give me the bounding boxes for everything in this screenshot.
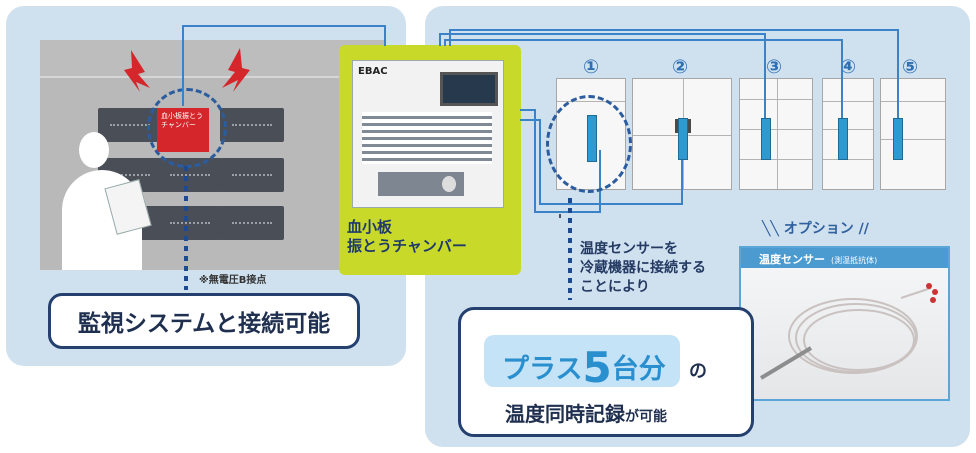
fridge-divider [740, 99, 812, 100]
sensor-probe-4 [838, 118, 848, 160]
sensor-probe-1 [587, 115, 597, 162]
alarm-wire [182, 25, 386, 106]
sensor-probe-2 [678, 118, 688, 160]
plus-highlight [484, 335, 680, 387]
monitor-tile [220, 158, 284, 192]
sensor-probe-3 [761, 118, 771, 160]
wire-2 [520, 119, 683, 205]
sensor-photo: 温度センサー (測温抵抗体) [739, 246, 950, 401]
monitor-tile [158, 206, 222, 240]
device-number-4: ④ [840, 56, 857, 78]
wire-5 [449, 29, 899, 120]
fridge-divider [740, 159, 812, 160]
chamber-label-line2: 振とうチャンバー [347, 237, 467, 255]
plus-prefix: プラス [502, 354, 583, 385]
chamber-label-line1: 血小板 [347, 218, 393, 236]
device-number-1: ① [583, 56, 600, 78]
device-number-3: ③ [766, 56, 783, 78]
contact-note: ※無電圧B接点 [199, 275, 267, 286]
simultaneous-record-text: 温度同時記録が可能 [505, 398, 667, 427]
fridge-divider [823, 159, 873, 160]
chamber-knob [442, 176, 456, 192]
device-number-2: ② [672, 56, 689, 78]
sensor-description-line1: 温度センサーを [580, 241, 678, 257]
particle-no: の [689, 361, 707, 382]
sensor-description-line2: 冷蔵機器に接続する [580, 260, 706, 276]
fridge-4 [822, 78, 874, 190]
fridge-handle [675, 119, 678, 133]
fridge-divider [881, 139, 945, 140]
fridge-5 [880, 78, 946, 190]
operator-head [79, 132, 109, 168]
sensor-description: 温度センサーを 冷蔵機器に接続する ことにより [580, 240, 706, 297]
sensor-probe-5 [893, 118, 903, 160]
fridge-divider [740, 129, 812, 130]
sensor-photo-header: 温度センサー (測温抵抗体) [741, 248, 948, 268]
plus-suffix: 台分 [611, 354, 666, 385]
monitor-tile [220, 206, 284, 240]
device-number-5: ⑤ [902, 56, 919, 78]
sensor-cable-picture [759, 283, 938, 380]
fridge-handle [688, 119, 691, 133]
monitor-connect-label: 監視システムと接続可能 [48, 293, 360, 349]
sensor-photo-title: 温度センサー [759, 253, 825, 266]
wire-3 [439, 33, 766, 120]
sensor-highlight-circle [546, 95, 632, 193]
chamber-display [440, 72, 498, 106]
fridge-divider [823, 101, 873, 102]
plus-devices-text: プラス5台分 [502, 343, 666, 392]
option-label: ╲╲ オプション ∕∕ [762, 221, 869, 237]
fridge-divider [823, 129, 873, 130]
sensor-photo-subtitle: (測温抵抗体) [831, 256, 878, 265]
chamber-vent [362, 112, 492, 164]
brand-logo: EBAC [358, 66, 388, 77]
simultaneous-label: 温度同時記録 [505, 402, 625, 426]
sensor-description-line3: ことにより [580, 279, 650, 295]
alarm-flash-icon [124, 48, 250, 92]
fridge-divider [881, 101, 945, 102]
monitor-tile [220, 108, 284, 142]
sensor-photo-image [741, 268, 948, 399]
monitor-wall-top [40, 40, 385, 78]
fridge-divider [777, 79, 778, 189]
chamber-label: 血小板 振とうチャンバー [347, 218, 467, 256]
wire-4 [444, 39, 843, 120]
fridge-3 [739, 78, 813, 190]
plus-number: 5 [582, 343, 612, 392]
possible-label: が可能 [625, 409, 667, 425]
